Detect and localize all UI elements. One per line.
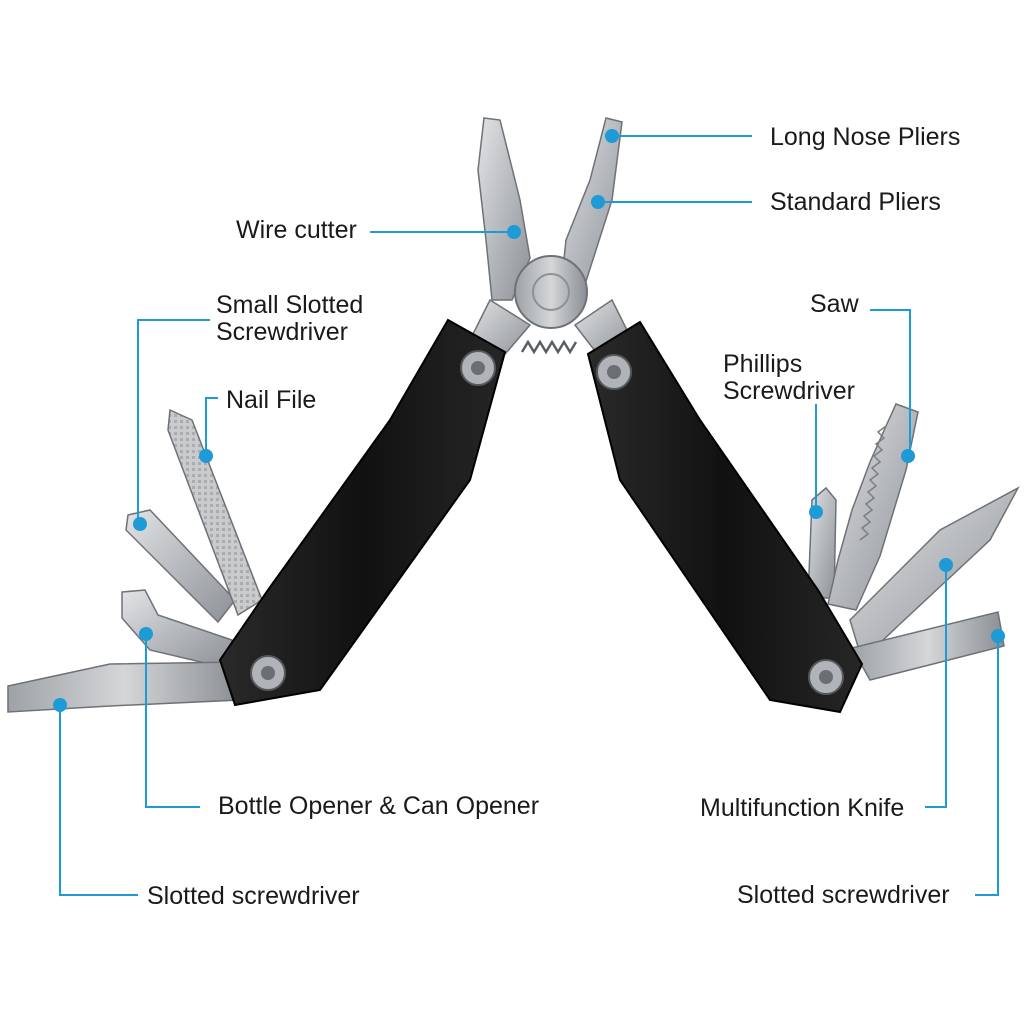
dot-knife [939,558,953,572]
leader-slotted-right [975,636,999,896]
dot-nail-file [199,449,213,463]
dot-small-slotted [133,517,147,531]
slotted-screwdriver-left [7,661,241,713]
slotted-screwdriver-right [850,611,1005,681]
label-slotted-screwdriver-left: Slotted screwdriver [147,882,360,910]
label-phillips-line1: Phillips [723,350,803,378]
label-standard-pliers: Standard Pliers [770,188,941,216]
label-phillips-screwdriver: Phillips Screwdriver [723,351,855,405]
dot-slotted-right [991,629,1005,643]
label-phillips-line2: Screwdriver [723,377,855,405]
dot-standard-pliers [591,195,605,209]
leader-nail-file [205,397,218,456]
callout-dots [53,129,1005,712]
dot-wire-cutter [507,225,521,239]
small-slotted-screwdriver [125,509,236,624]
callout-lines [59,135,999,896]
leader-knife [925,565,947,808]
label-small-slotted-line2: Screwdriver [216,318,348,346]
label-nail-file: Nail File [226,386,317,414]
label-small-slotted-screwdriver: Small Slotted Screwdriver [216,292,363,346]
label-bottle-opener: Bottle Opener & Can Opener [218,792,540,820]
right-handle [586,320,864,714]
dot-saw [901,449,915,463]
pliers-spring [520,339,578,355]
leader-small-slotted [137,319,210,523]
leader-saw [870,309,911,456]
dot-bottle-opener [139,627,153,641]
label-multifunction-knife: Multifunction Knife [700,794,905,822]
label-wire-cutter: Wire cutter [236,216,357,244]
leader-bottle-opener [145,634,200,808]
label-saw: Saw [810,290,859,318]
pliers-left-jaw [477,117,531,301]
label-slotted-screwdriver-right: Slotted screwdriver [737,881,950,909]
pliers-pivot [514,255,588,329]
dot-long-nose-pliers [605,129,619,143]
label-small-slotted-line1: Small Slotted [216,291,364,319]
right-tools [807,403,1020,681]
pliers-head [469,117,633,362]
left-tools [7,408,263,713]
dot-phillips [809,505,823,519]
dot-slotted-left [53,698,67,712]
left-handle [218,318,507,707]
label-long-nose-pliers: Long Nose Pliers [770,123,961,151]
nail-file [167,408,263,617]
leader-slotted-left [59,705,138,896]
